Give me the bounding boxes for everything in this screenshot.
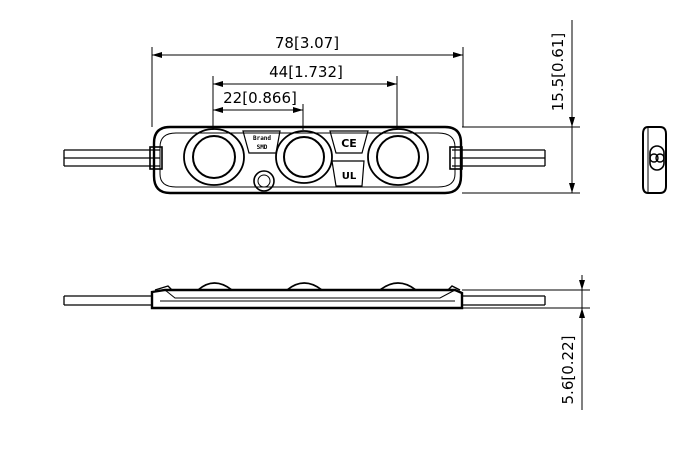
dimension-lines [151, 20, 590, 410]
lens-left [183, 128, 245, 186]
top-view [63, 125, 546, 195]
ul-mark: UL [342, 171, 357, 182]
mounting-hole [253, 170, 275, 192]
logo-plate [242, 130, 281, 154]
front-view [63, 282, 546, 310]
left-cable [63, 146, 163, 170]
dome-center [286, 282, 323, 291]
lens-center [275, 130, 333, 184]
logo-line2: SMD [257, 144, 268, 151]
lens-pitch-label: 22[0.866] [223, 89, 297, 107]
module-body [152, 125, 463, 195]
ul-plate [331, 160, 365, 187]
right-cable [449, 146, 546, 170]
lens-right [367, 128, 429, 186]
front-right-cable [462, 295, 546, 306]
dome-right [379, 282, 417, 291]
overall-length-label: 78[3.07] [275, 34, 339, 52]
lens-pitch-outer-label: 44[1.732] [269, 63, 343, 81]
dome-left [197, 282, 233, 291]
end-view [642, 126, 667, 194]
module-height-label: 5.6[0.22] [559, 336, 577, 405]
module-width-label: 15.5[0.61] [549, 33, 567, 112]
arrowheads [152, 52, 585, 318]
logo-line1: Brand [253, 135, 271, 142]
front-left-cable [63, 295, 152, 306]
ce-plate [329, 130, 369, 154]
ce-mark: CE [341, 137, 357, 150]
